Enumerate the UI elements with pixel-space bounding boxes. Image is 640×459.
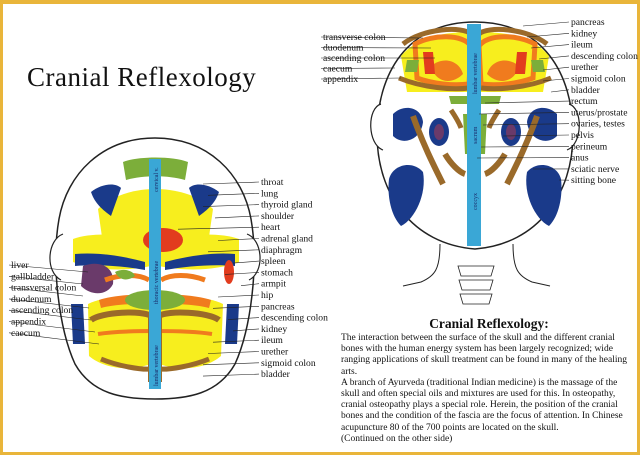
description-title: Cranial Reflexology: xyxy=(341,316,637,332)
description-title-suffix: : xyxy=(544,316,549,331)
left-head-label-liver: liver xyxy=(11,260,29,271)
right-head-label-transverse-colon: transverse colon xyxy=(323,32,386,43)
left-head-label-kidney: kidney xyxy=(261,324,287,335)
left-head-label-caecum: caecum xyxy=(11,328,41,339)
left-head-label-diaphragm: diaphragm xyxy=(261,245,303,256)
description-panel: Cranial Reflexology: The interaction bet… xyxy=(341,316,637,445)
left-head-label-appendix: appendix xyxy=(11,317,46,328)
left-head-label-ileum: ileum xyxy=(261,335,283,346)
left-head-label-ascending-colon: ascending colon xyxy=(11,305,73,316)
right-head-label-uterus-prostate: uterus/prostate xyxy=(571,107,627,118)
description-paragraph-1: The interaction between the surface of t… xyxy=(341,333,637,378)
left-vertebra-label-cervical: cervical v. xyxy=(154,167,160,192)
left-head-label-armpit: armpit xyxy=(261,279,286,290)
left-head-label-adrenal-gland: adrenal gland xyxy=(261,234,313,245)
left-head-label-gallbladder: gallbladder xyxy=(11,271,55,282)
right-vertebra-label-lumbar: lumbar vertebrae xyxy=(473,53,479,94)
right-head-label-descending-colon: descending colon xyxy=(571,51,638,62)
right-head-label-leader-pancreas xyxy=(523,22,569,26)
left-head-label-stomach: stomach xyxy=(261,267,293,278)
left-head-label-lung: lung xyxy=(261,188,278,199)
right-head-label-perineum: perineum xyxy=(571,141,608,152)
right-head-left-ear xyxy=(371,104,383,150)
right-head-label-ovaries-testes: ovaries, testes xyxy=(571,119,625,130)
right-vertebra-label-coccyx: coccyx xyxy=(473,193,479,210)
right-head-neck-vertebrae xyxy=(458,266,494,304)
left-head-label-descending-colon: descending colon xyxy=(261,313,328,324)
right-head-label-bladder: bladder xyxy=(571,85,601,96)
left-head-label-hip: hip xyxy=(261,290,273,301)
left-head-label-spleen: spleen xyxy=(261,256,286,267)
description-paragraph-3: (Continued on the other side) xyxy=(341,434,637,445)
left-head-label-throat: throat xyxy=(261,177,284,188)
left-head-label-transversal-colon: transversal colon xyxy=(11,283,76,294)
right-head-label-caecum: caecum xyxy=(323,64,353,75)
right-head-label-pancreas: pancreas xyxy=(571,17,605,28)
left-vertebra-label-thoracic: thoracic vertebrae xyxy=(154,261,160,304)
description-title-text: Cranial Reflexology xyxy=(429,316,544,331)
left-head-label-shoulder: shoulder xyxy=(261,211,295,222)
left-head-label-pancreas: pancreas xyxy=(261,301,295,312)
right-head-label-sitting-bone: sitting bone xyxy=(571,175,616,186)
right-head-label-pelvis: pelvis xyxy=(571,130,594,141)
right-head-label-duodenum: duodenum xyxy=(323,43,364,54)
left-head-label-sigmoid-colon: sigmoid colon xyxy=(261,358,316,369)
right-head-label-anus: anus xyxy=(571,153,589,164)
left-head-label-bladder: bladder xyxy=(261,369,291,380)
right-vertebra-label-sacrum: sacrum xyxy=(473,126,479,144)
right-head-label-appendix: appendix xyxy=(323,74,358,85)
right-head-label-ileum: ileum xyxy=(571,40,593,51)
right-head-label-sciatic-nerve: sciatic nerve xyxy=(571,164,619,175)
right-head-diagram: lumbar vertebrae sacrum coccyx transvers… xyxy=(321,17,638,304)
right-head-label-kidney: kidney xyxy=(571,28,597,39)
left-head-label-duodenum: duodenum xyxy=(11,294,52,305)
left-vertebra-label-lumbar: lumbar vertebrae xyxy=(154,345,160,386)
left-head-label-urether: urether xyxy=(261,347,289,358)
left-head-diagram: cervical v. thoracic vertebrae lumbar ve… xyxy=(9,138,328,399)
left-head-label-thyroid-gland: thyroid gland xyxy=(261,200,313,211)
right-head-label-sigmoid-colon: sigmoid colon xyxy=(571,74,626,85)
left-head-label-heart: heart xyxy=(261,222,281,233)
description-paragraph-2: A branch of Ayurveda (traditional Indian… xyxy=(341,378,637,434)
right-head-label-ascending-colon: ascending colon xyxy=(323,53,385,64)
right-head-label-rectum: rectum xyxy=(571,96,598,107)
right-head-label-urether: urether xyxy=(571,62,599,73)
